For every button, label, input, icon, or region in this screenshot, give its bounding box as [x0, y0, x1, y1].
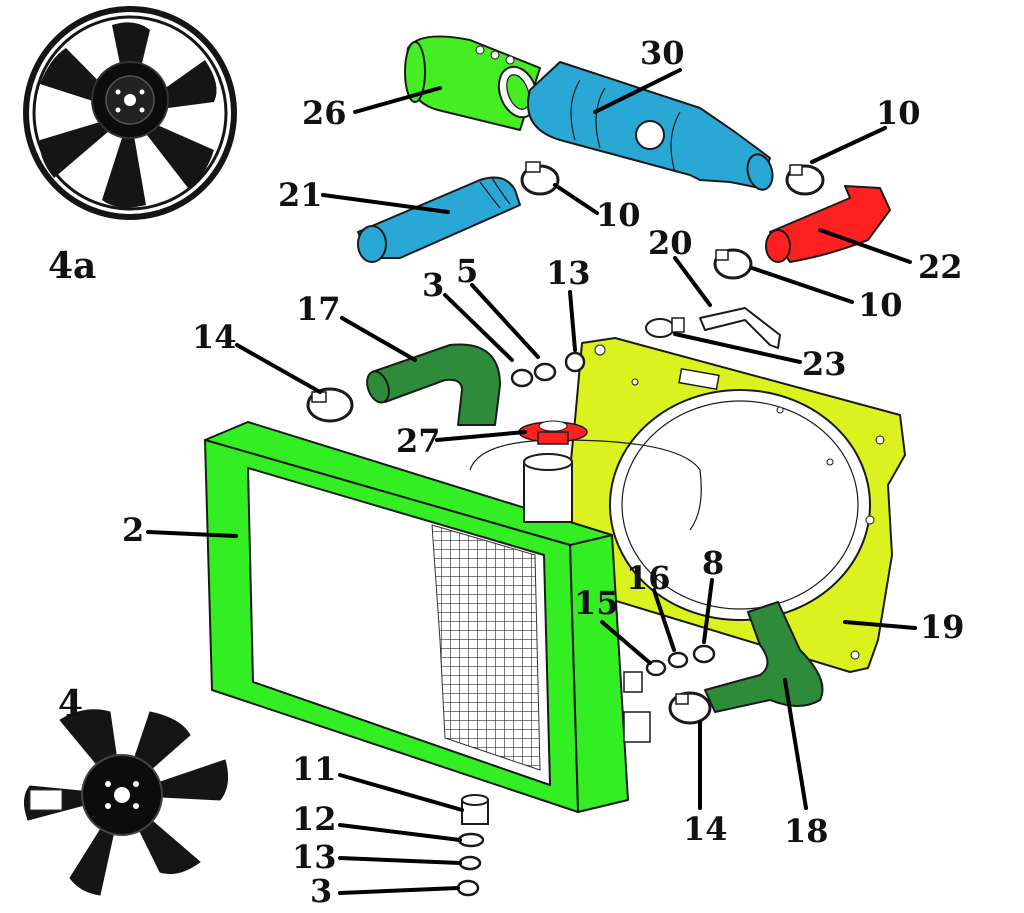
part-label-26: 26 — [302, 94, 347, 132]
washer — [645, 659, 667, 677]
radiator-cap — [518, 420, 588, 445]
nut — [692, 644, 716, 664]
nut — [564, 351, 586, 373]
washer — [457, 832, 485, 848]
part-label-21: 21 — [278, 176, 323, 214]
part-label-30: 30 — [640, 34, 685, 72]
rubber-mount — [461, 794, 489, 825]
part-label-8: 8 — [702, 544, 724, 582]
temperature-sensor — [645, 317, 685, 338]
part-label-10: 10 — [858, 286, 903, 324]
mounting-bracket — [699, 307, 781, 349]
fan-label-4: 4 — [58, 683, 83, 725]
nut — [458, 855, 482, 871]
fan-icon — [24, 709, 229, 896]
part-label-27: 27 — [396, 422, 441, 460]
part-label-13: 13 — [292, 838, 337, 876]
part-label-11: 11 — [292, 750, 337, 788]
radiator — [204, 421, 651, 813]
part-label-2: 2 — [122, 511, 144, 549]
part-label-14: 14 — [192, 318, 237, 356]
part-label-15: 15 — [574, 584, 619, 622]
part-label-3: 3 — [422, 266, 444, 304]
part-label-12: 12 — [292, 800, 337, 838]
nut — [510, 368, 534, 388]
part-label-5: 5 — [456, 252, 478, 290]
nut — [667, 651, 689, 669]
hose-clamp — [785, 164, 825, 196]
hose-clamp — [713, 248, 753, 280]
part-label-23: 23 — [802, 345, 847, 383]
hose-clamp — [668, 691, 712, 725]
part-label-10: 10 — [876, 94, 921, 132]
nut — [456, 879, 480, 897]
fan-label-4a: 4a — [48, 245, 96, 287]
air-filter-housing — [527, 61, 774, 191]
fan-shroud — [564, 337, 906, 673]
leader-lines — [146, 68, 917, 895]
part-label-3: 3 — [310, 872, 332, 910]
fan-ring-icon — [23, 6, 237, 220]
part-label-19: 19 — [920, 608, 965, 646]
part-label-20: 20 — [648, 224, 693, 262]
hose-clamp — [306, 387, 354, 423]
part-label-10: 10 — [596, 196, 641, 234]
part-label-18: 18 — [784, 812, 829, 850]
red-hose — [765, 185, 891, 263]
part-label-14: 14 — [683, 810, 728, 848]
upper-hose — [366, 343, 501, 426]
part-label-13: 13 — [546, 254, 591, 292]
part-label-17: 17 — [296, 290, 341, 328]
hose-clamp — [520, 161, 560, 196]
part-label-16: 16 — [626, 559, 671, 597]
intake-hose — [357, 176, 521, 263]
part-label-22: 22 — [918, 248, 963, 286]
washer — [533, 362, 557, 382]
